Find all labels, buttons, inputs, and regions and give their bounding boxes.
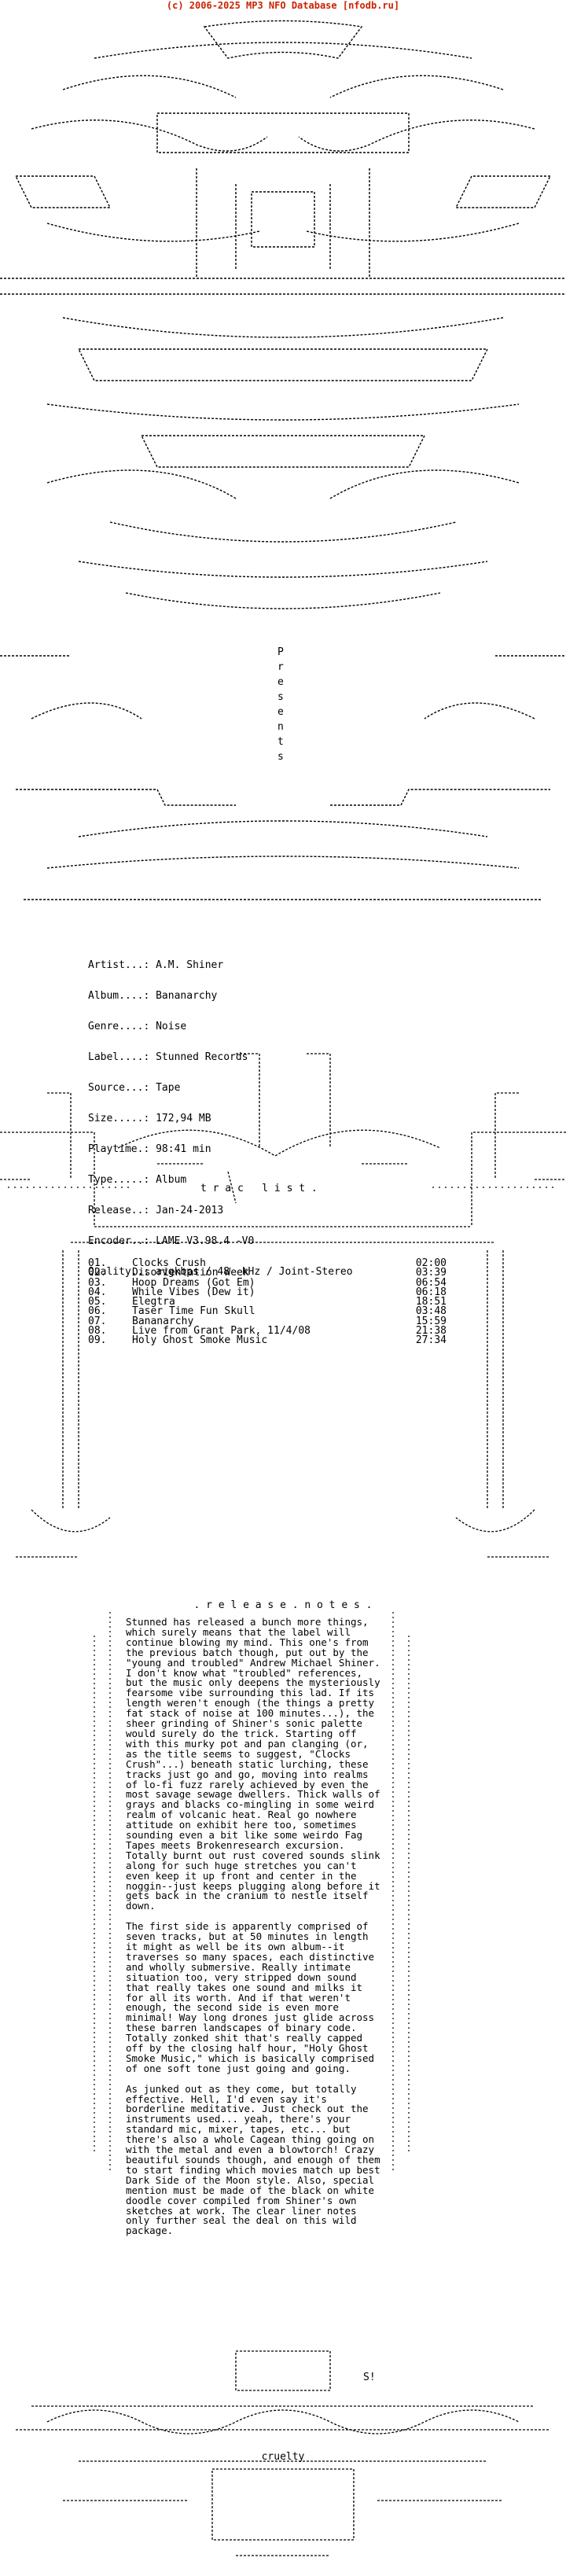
info-source: Source...: Tape	[88, 1082, 181, 1094]
ascii-art-logo-top	[0, 11, 566, 915]
info-release: Release..: Jan-24-2013	[88, 1205, 224, 1216]
copyright-header: (c) 2006-2025 MP3 NFO Database [nfodb.ru…	[166, 0, 400, 11]
info-genre: Genre....: Noise	[88, 1021, 187, 1032]
presents-text: P r e s e n t s	[277, 646, 284, 763]
ascii-art-logo-bottom	[0, 2343, 566, 2571]
release-notes-paragraph: The first side is apparently comprised o…	[126, 1920, 375, 2074]
tracklist-heading: t r a c l i s t .	[200, 1183, 318, 1194]
release-notes-paragraph: Stunned has released a bunch more things…	[126, 1616, 380, 1912]
release-info: Artist...: A.M. Shiner Album....: Banana…	[88, 940, 353, 1287]
release-notes-heading: . r e l e a s e . n o t e s .	[193, 1599, 373, 1611]
info-label: Label....: Stunned Records	[88, 1051, 248, 1063]
presents-vertical: P r e s e n t s	[0, 645, 566, 834]
tracklist-heading-row: t r a c l i s t .	[0, 1172, 566, 1194]
info-quality: Quality..: avgkbps / 48 kHz / Joint-Ster…	[88, 1266, 353, 1278]
track-row: 03.Hoop Dreams (Got Em)06:54	[88, 1276, 447, 1289]
info-size: Size.....: 172,94 MB	[88, 1113, 211, 1124]
ascii-art-notes-frame	[0, 1604, 566, 2202]
info-type: Type.....: Album	[88, 1174, 187, 1186]
track-row: 04.While Vibes (Dew it)06:18	[88, 1286, 447, 1298]
ascii-art-tracklist-frame	[0, 1046, 566, 1588]
info-album: Album....: Bananarchy	[88, 990, 218, 1002]
info-playtime: Playtime.: 98:41 min	[88, 1143, 211, 1155]
info-artist: Artist...: A.M. Shiner	[88, 959, 224, 971]
signature: S!	[363, 2372, 376, 2383]
release-notes-paragraph: As junked out as they come, but totally …	[126, 2082, 380, 2237]
release-notes: Stunned has released a bunch more things…	[126, 1617, 385, 2247]
info-encoder: Encoder..: LAME V3.98.4 -V0	[88, 1235, 255, 1247]
footer-word: cruelty	[261, 2451, 305, 2463]
